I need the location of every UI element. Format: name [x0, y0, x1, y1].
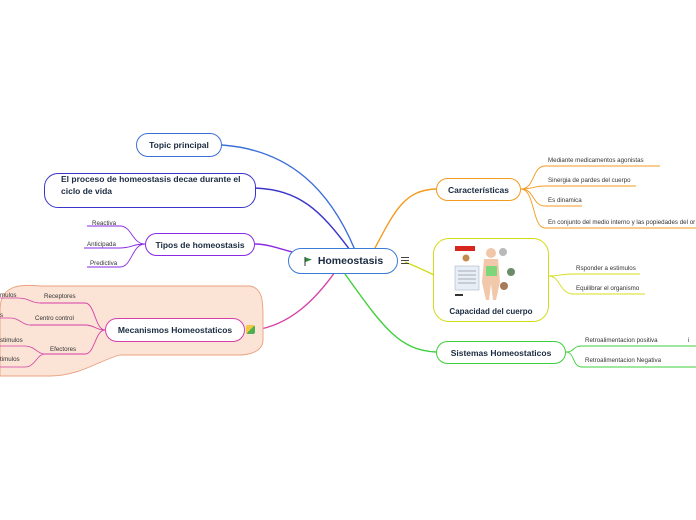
caracteristica-item[interactable]: En conjunto del medio interno y las popi… — [548, 219, 696, 226]
sistema-subleaf[interactable]: i — [688, 337, 690, 344]
capacidad-item[interactable]: Rsponder a estimulos — [576, 265, 636, 272]
proceso-line-1: El proceso de homeostasis decae durante … — [61, 174, 241, 184]
central-topic[interactable]: Homeostasis — [288, 248, 398, 274]
caracteristicas-node[interactable]: Características — [436, 178, 521, 201]
menu-icon[interactable] — [401, 257, 409, 264]
proceso-node[interactable]: El proceso de homeostasis decae durante … — [44, 173, 256, 208]
mecanismo-group[interactable]: Efectores — [50, 346, 77, 353]
mecanismo-leaf[interactable]: timulos — [0, 356, 20, 363]
sistema-item[interactable]: Retroalimentacion Negativa — [585, 357, 662, 364]
mecanismo-leaf[interactable]: s — [0, 312, 4, 319]
caracteristica-item[interactable]: Sinergia de pardes del cuerpo — [548, 177, 631, 184]
capacidad-node[interactable]: Capacidad del cuerpo — [433, 238, 549, 322]
tipos-node[interactable]: Tipos de homeostasis — [145, 233, 255, 256]
tipos-label: Tipos de homeostasis — [155, 239, 245, 250]
mecanismo-leaf[interactable]: mulos — [0, 292, 17, 299]
mecanismo-leaf[interactable]: stimulos — [0, 337, 23, 344]
human-body-image — [454, 246, 515, 300]
sticker-icon — [246, 325, 255, 334]
mecanismo-group[interactable]: Centro control — [35, 315, 74, 322]
topic-principal-node[interactable]: Topic principal — [136, 133, 222, 157]
caracteristicas-label: Características — [448, 184, 509, 195]
mecanismos-node[interactable]: Mecanismos Homeostaticos — [105, 318, 245, 342]
topic-label: Topic principal — [149, 140, 209, 150]
capacidad-label: Capacidad del cuerpo — [449, 307, 533, 316]
sistema-item[interactable]: Retroalimentacion positiva — [585, 337, 658, 344]
proceso-line-2: ciclo de vida — [61, 186, 113, 196]
caracteristica-item[interactable]: Es dinamica — [548, 197, 582, 204]
caracteristica-item[interactable]: Mediante medicamentos agonistas — [548, 157, 644, 164]
sistemas-label: Sistemas Homeostaticos — [450, 347, 552, 358]
mecanismo-group[interactable]: Receptores — [44, 293, 76, 300]
flag-icon — [304, 257, 312, 266]
capacidad-item[interactable]: Equilibrar el organismo — [576, 285, 640, 292]
central-title: Homeostasis — [317, 255, 384, 267]
tipo-item[interactable]: Reactiva — [92, 220, 117, 227]
sistemas-node[interactable]: Sistemas Homeostaticos — [436, 341, 566, 364]
tipo-item[interactable]: Predictiva — [90, 260, 118, 267]
tipo-item[interactable]: Anticipada — [87, 241, 116, 248]
mecanismos-label: Mecanismos Homeostaticos — [117, 325, 233, 335]
